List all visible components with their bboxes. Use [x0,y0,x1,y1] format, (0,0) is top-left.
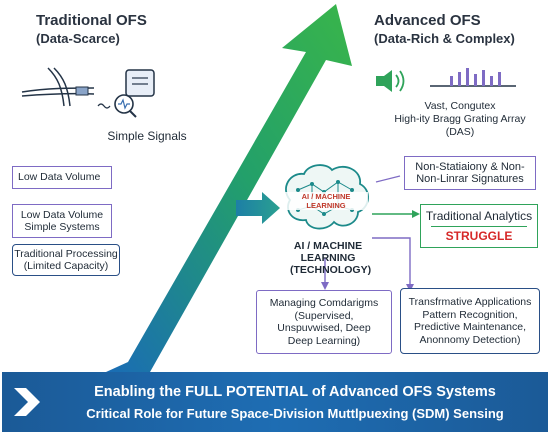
ai-ml-label-line3: (TECHNOLOGY) [290,264,372,276]
nonstationary-line2: Non-Linrar Signatures [416,173,524,185]
bottom-banner: Enabling the FULL POTENTIAL of Advanced … [2,372,548,432]
right-header-title: Advanced OFS [374,12,481,29]
struggle-status: STRUGGLE [445,228,513,243]
right-header-subtitle: (Data-Rich & Complex) [374,31,515,46]
transform-line3: Predictive Maintenance, [413,321,527,333]
left-header-title: Traditional OFS [36,12,147,29]
traditional-processing-line2: (Limited Capacity) [23,260,109,272]
monitor-search-icon [97,69,155,118]
transform-line1: Transfrmative Applications [408,296,532,308]
ai-ml-label-line2: LEARNING [300,252,356,264]
speaker-icon [376,70,405,92]
ai-ml-label-line1: AI / MACHINE [293,240,363,252]
traditional-processing-box: Traditional Processing (Limited Capacity… [12,244,120,276]
ai-ml-label: AI / MACHINE LEARNING (TECHNOLOGY) [290,240,372,276]
managing-paradigms-box: Managing Comdarigms (Supervised, Unspuvw… [256,290,392,354]
right-icon-label-line1: Vast, Congutex [424,100,496,112]
traditional-analytics-box: Traditional Analytics STRUGGLE [420,204,538,248]
left-header-subtitle: (Data-Scarce) [36,31,120,46]
managing-line4: Deep Learning) [287,334,361,347]
banner-line2: Critical Role for Future Space-Division … [86,406,504,421]
simple-systems-line1: Low Data Volume [20,208,104,221]
low-data-volume-text: Low Data Volume [18,171,101,184]
traditional-analytics-title: Traditional Analytics [425,209,533,223]
managing-line1: Managing Comdarigms [269,297,379,309]
fiber-cable-icon [21,67,95,107]
transform-line2: Pattern Recognition, [422,308,518,321]
analytics-divider [431,225,527,227]
nonstationary-line1: Non-Statiaiony & Non- [415,160,525,173]
flow-arrow-to-brain [236,192,280,224]
simple-systems-box: Low Data Volume Simple Systems [12,204,112,238]
right-icon-label-line2: High-ity Bragg Grating Array [394,113,526,125]
nonstationary-to-brain-connector [375,175,401,183]
managing-line2: (Supervised, [294,309,354,322]
banner-line1: Enabling the FULL POTENTIAL of Advanced … [94,384,496,400]
managing-line3: Unspuvwised, Deep [277,322,371,334]
brain-inner-label: AI / MACHINE LEARNING [284,192,368,210]
right-icon-label: Vast, Congutex High-ity Bragg Grating Ar… [380,100,540,139]
nonstationary-box: Non-Statiaiony & Non- Non-Linrar Signatu… [404,156,536,190]
brain-to-transform-connector [372,237,411,286]
simple-signals-label: Simple Signals [107,129,187,143]
transformative-applications-box: Transfrmative Applications Pattern Recog… [400,288,540,354]
traditional-processing-line1: Traditional Processing [14,247,118,260]
transform-line4: Anonnomy Detection) [419,333,521,346]
chevron-right-icon [14,388,40,416]
right-icon-label-line3: (DAS) [445,126,475,138]
simple-systems-line2: Simple Systems [24,221,100,233]
bragg-grating-icon [430,68,516,87]
low-data-volume-box: Low Data Volume [12,166,112,189]
